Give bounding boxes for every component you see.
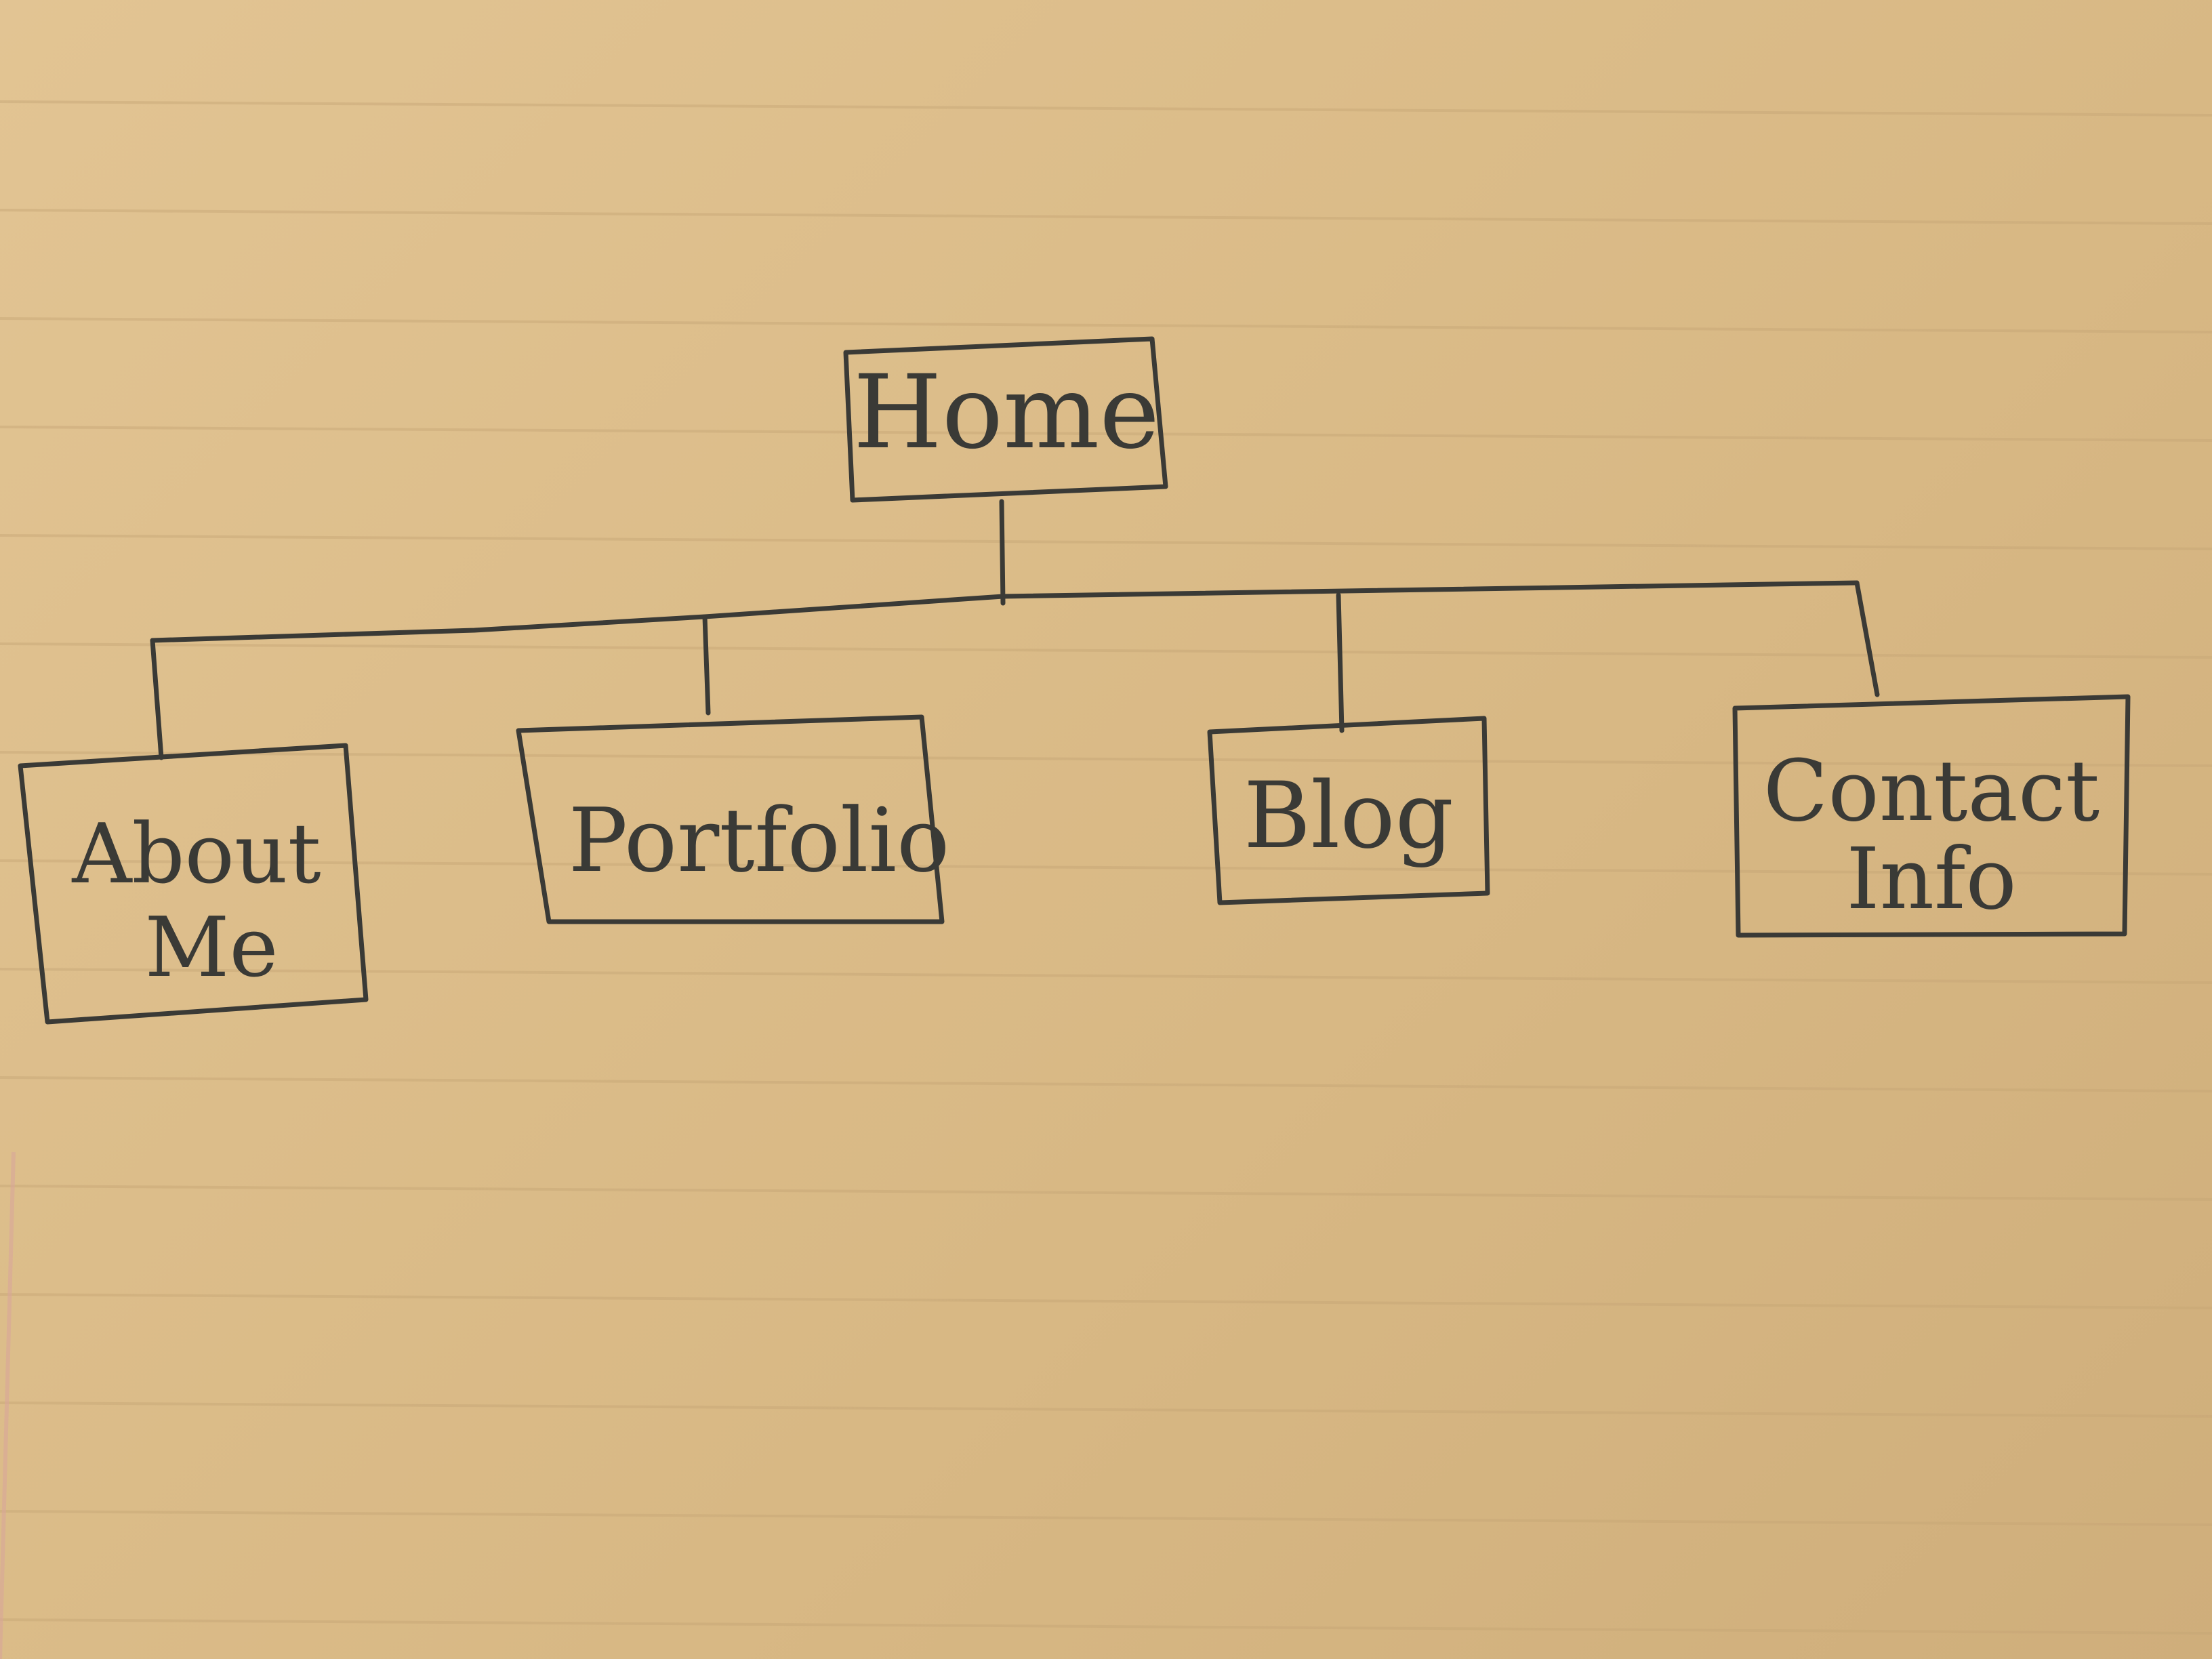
ruled-lines (0, 100, 2212, 1635)
about-me-label-line2: Me (144, 899, 278, 996)
site-map-diagram: Home About Me Portfolio Blog (18, 336, 2131, 1025)
blog-label: Blog (1244, 762, 1454, 869)
about-me-label-line1: About (71, 806, 321, 902)
child-node-blog: Blog (1207, 592, 1490, 905)
home-node: Home (843, 336, 1168, 503)
home-connector (999, 499, 1006, 606)
contact-info-label-line2: Info (1846, 830, 2016, 928)
home-node-label: Home (853, 354, 1160, 472)
child-node-contact-info: Contact Info (1732, 580, 2131, 938)
margin-line (0, 1151, 16, 1659)
child-node-about-me: About Me (18, 638, 369, 1025)
contact-info-label-line1: Contact (1763, 742, 2100, 840)
child-node-portfolio: Portfolio (516, 614, 950, 924)
portfolio-label: Portfolio (569, 789, 950, 892)
